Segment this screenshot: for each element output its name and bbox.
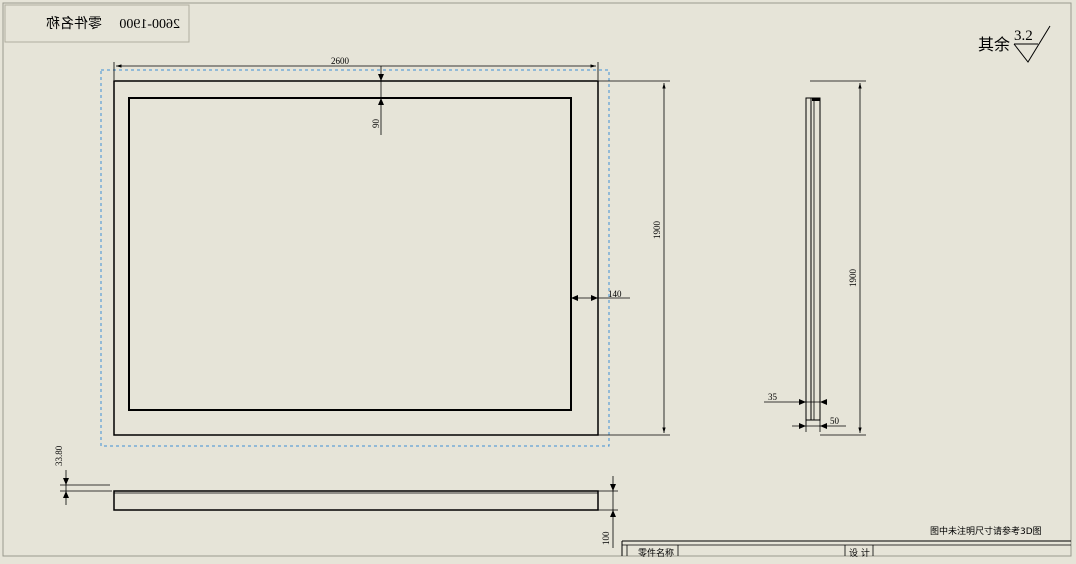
outer-frame (113, 80, 599, 436)
sheet-border (2, 2, 1072, 557)
front-view: 2600 90 1900 140 (100, 56, 670, 447)
title-part-number: 2600-1900 (119, 17, 180, 32)
title-field-1: 零件名称 (638, 547, 674, 559)
surface-roughness-symbol: 其余 3.2 (978, 25, 1051, 63)
dim-frame-side[interactable]: 140 (608, 289, 622, 299)
dim-bottom-height[interactable]: 100 (601, 531, 611, 545)
dim-side-thickness[interactable]: 35 (768, 392, 778, 402)
roughness-check-icon (1013, 25, 1051, 63)
bottom-view: 33.80 100 (54, 445, 618, 548)
title-block: 零件名称 设 计 (621, 540, 1071, 559)
side-view: 1900 35 50 (764, 80, 866, 436)
side-profile (805, 97, 821, 421)
dim-bottom-offset[interactable]: 33.80 (54, 445, 64, 466)
roughness-prefix: 其余 (978, 35, 1010, 54)
dim-front-width[interactable]: 2600 (331, 56, 350, 66)
title-part-name: 零件名称 (46, 16, 102, 32)
selection-box (100, 69, 610, 447)
dim-side-height[interactable]: 1900 (848, 269, 858, 288)
mirrored-title-block: 零件名称 2600-1900 (4, 4, 190, 43)
dim-frame-top[interactable]: 90 (371, 119, 381, 129)
dim-front-height[interactable]: 1900 (652, 221, 662, 240)
bottom-profile (113, 490, 599, 511)
roughness-value: 3.2 (1014, 28, 1033, 44)
title-field-2: 设 计 (849, 547, 870, 559)
drawing-note: 图中未注明尺寸请参考3D图 (930, 525, 1042, 537)
dim-side-offset[interactable]: 50 (830, 416, 840, 426)
inner-opening (128, 97, 572, 411)
